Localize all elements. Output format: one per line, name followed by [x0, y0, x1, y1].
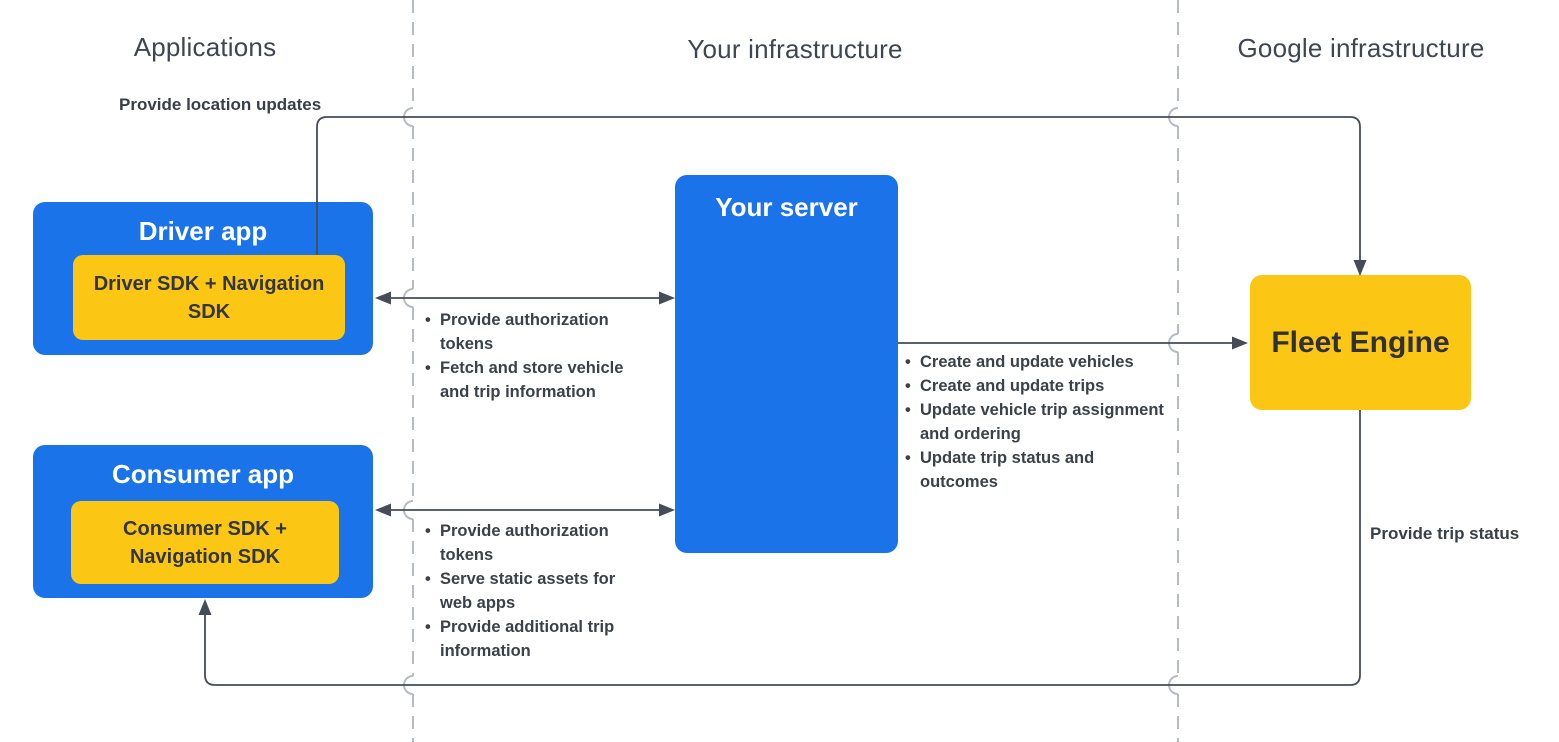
column-header-applications: Applications: [133, 32, 277, 62]
bullet-item: •Fetch and store vehicle and trip inform…: [425, 359, 624, 401]
driver-sdk-node: Driver SDK + Navigation SDK: [73, 255, 345, 340]
edge-label-provide-location-updates: Provide location updates: [119, 95, 322, 114]
arrowhead-right-your-server: [659, 503, 675, 517]
fleet-engine-node: Fleet Engine: [1250, 275, 1471, 410]
consumer-server-bullet-list: •Provide authorization tokens •Serve stat…: [425, 519, 647, 663]
driver-app-node: Driver app Driver SDK + Navigation SDK: [33, 202, 373, 355]
driver-app-title: Driver app: [138, 216, 268, 246]
bullet-item: •Provide authorization tokens: [425, 522, 609, 564]
server-fleet-bullet-list: •Create and update vehicles •Create and u…: [905, 350, 1169, 494]
arrowhead-right-fleet-engine: [1232, 336, 1248, 350]
driver-server-bullet-list: •Provide authorization tokens •Fetch and …: [425, 308, 647, 404]
consumer-sdk-node: Consumer SDK + Navigation SDK: [71, 501, 339, 584]
column-divider-left: [403, 0, 414, 742]
edge-driver-server: [375, 291, 675, 305]
arrowhead-up-consumer-app: [198, 599, 212, 615]
edge-consumer-server: [375, 503, 675, 517]
bullet-item: •Update vehicle trip assignment and orde…: [905, 401, 1164, 443]
arrowhead-right-your-server: [659, 291, 675, 305]
consumer-app-title: Consumer app: [111, 459, 295, 489]
column-header-google-infrastructure: Google infrastructure: [1237, 33, 1485, 63]
bullet-item: •Provide additional trip information: [425, 618, 615, 660]
bullet-item: •Serve static assets for web apps: [425, 570, 616, 612]
edge-label-provide-trip-status: Provide trip status: [1370, 524, 1520, 543]
consumer-app-node: Consumer app Consumer SDK + Navigation S…: [33, 445, 373, 598]
arrowhead-down-fleet-engine: [1353, 260, 1367, 276]
arrowhead-left-consumer-app: [375, 503, 391, 517]
bullet-item: •Create and update trips: [905, 377, 1105, 395]
column-divider-right: [1168, 0, 1179, 742]
column-header-your-infrastructure: Your infrastructure: [687, 34, 903, 64]
bullet-item: •Update trip status and outcomes: [905, 449, 1095, 491]
your-server-node: Your server: [675, 175, 898, 553]
arrowhead-left-driver-app: [375, 291, 391, 305]
bullet-item: •Create and update vehicles: [905, 353, 1134, 371]
edge-server-fleet: [898, 336, 1248, 350]
your-server-title: Your server: [715, 192, 858, 222]
bullet-item: •Provide authorization tokens: [425, 311, 609, 353]
